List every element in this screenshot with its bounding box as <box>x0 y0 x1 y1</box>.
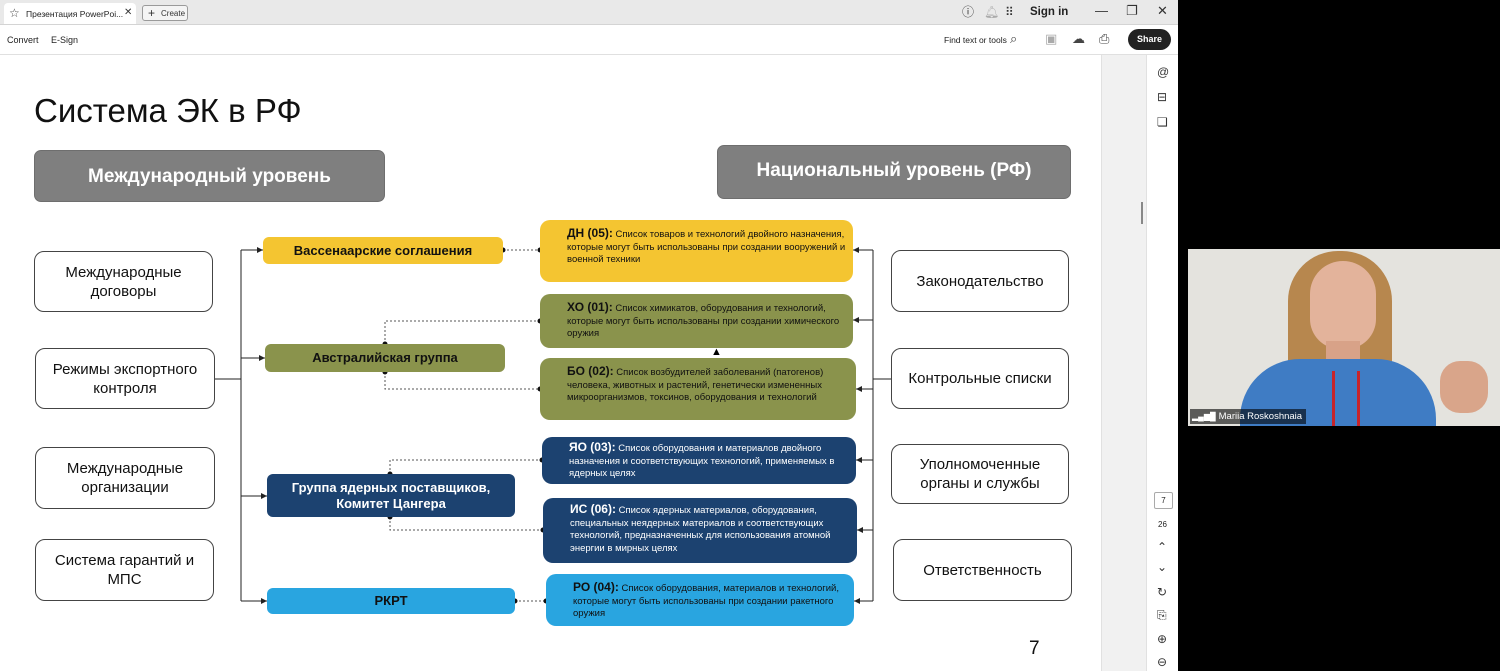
upload-cloud-icon[interactable]: ☁ <box>1072 31 1085 46</box>
search-icon[interactable]: ⌕ <box>1010 31 1018 46</box>
list-ro-box: РО (04): Список оборудования, материалов… <box>546 574 854 626</box>
tab-title: Презентация PowerPoi... <box>26 9 124 19</box>
list-text: Список товаров и технологий двойного наз… <box>567 229 846 265</box>
international-level-header: Международный уровень <box>34 150 385 202</box>
bookmark-icon[interactable]: ⊟ <box>1157 90 1168 104</box>
legislation-box: Законодательство <box>891 250 1069 312</box>
plus-icon: + <box>148 6 156 20</box>
authorized-bodies-box: Уполномоченные органы и службы <box>891 444 1069 504</box>
find-tools-button[interactable]: Find text or tools <box>944 35 1007 45</box>
international-organizations-box: Международные организации <box>35 447 215 509</box>
list-code: БО (02): <box>567 364 614 378</box>
star-icon[interactable]: ☆ <box>9 6 20 20</box>
right-tool-rail: @ ⊟ ❏ 7 26 ⌃ ⌄ ↻ ⎘ ⊕ ⊖ <box>1146 55 1178 671</box>
list-code: ДН (05): <box>567 226 613 240</box>
scrollbar-thumb[interactable] <box>1141 202 1143 224</box>
maximize-icon[interactable]: ❐ <box>1126 3 1138 18</box>
pdf-viewer-window: ☆ Презентация PowerPoi... ✕ + Create ⓘ 🔔… <box>0 0 1178 671</box>
toolbar: Convert E-Sign Find text or tools ⌕ ▣ ☁ … <box>0 25 1178 55</box>
print-icon[interactable]: ⎙ <box>1099 31 1110 46</box>
list-code: ЯО (03): <box>569 440 616 454</box>
control-lists-box: Контрольные списки <box>891 348 1069 409</box>
australia-group-box: Австралийская группа <box>265 344 505 372</box>
export-control-regimes-box: Режимы экспортного контроля <box>35 348 215 409</box>
apps-grid-icon[interactable]: ⠿ <box>1005 5 1014 19</box>
list-code: ХО (01): <box>567 300 613 314</box>
list-dn-box: ДН (05): Список товаров и технологий дво… <box>540 220 853 282</box>
close-tab-icon[interactable]: ✕ <box>124 7 133 18</box>
comment-icon[interactable]: @ <box>1157 65 1170 79</box>
video-person-hand <box>1440 361 1488 413</box>
national-level-header: Национальный уровень (РФ) <box>717 145 1071 199</box>
mtcr-box: РКРТ <box>267 588 515 614</box>
nuclear-suppliers-group-box: Группа ядерных поставщиков, Комитет Цанг… <box>267 474 515 517</box>
save-icon[interactable]: ▣ <box>1045 31 1058 46</box>
create-button[interactable]: + Create <box>142 5 188 21</box>
chevron-up-icon[interactable]: ⌃ <box>1157 540 1168 554</box>
page-total: 26 <box>1158 520 1167 529</box>
video-person-lanyard <box>1332 371 1360 426</box>
list-is-box: ИС (06): Список ядерных материалов, обор… <box>543 498 857 563</box>
vertical-scrollbar[interactable] <box>1101 55 1146 671</box>
refresh-icon[interactable]: ↻ <box>1157 585 1168 599</box>
slide-page-number: 7 <box>1029 638 1040 659</box>
wassenaar-box: Вассенаарские соглашения <box>263 237 503 264</box>
bell-icon[interactable]: 🔔︎ <box>984 5 1000 19</box>
close-window-icon[interactable]: ✕ <box>1157 3 1168 18</box>
minimize-icon[interactable]: — <box>1095 3 1108 18</box>
participant-video[interactable]: ▂▄▆█Mariia Roskoshnaia <box>1188 249 1500 426</box>
esign-menu[interactable]: E-Sign <box>51 35 79 45</box>
zoom-out-icon[interactable]: ⊖ <box>1157 655 1168 669</box>
safeguards-system-box: Система гарантий и МПС <box>35 539 214 601</box>
help-icon[interactable]: ⓘ <box>962 5 975 19</box>
participant-name-label: ▂▄▆█Mariia Roskoshnaia <box>1190 409 1307 424</box>
list-text: Список оборудования, материалов и технол… <box>573 583 840 619</box>
document-icon[interactable]: ⎘ <box>1157 608 1167 622</box>
list-text: Список оборудования и материалов двойног… <box>569 443 835 479</box>
convert-menu[interactable]: Convert <box>7 35 39 45</box>
list-text: Список химикатов, оборудования и техноло… <box>567 303 840 339</box>
video-person-face <box>1310 261 1376 349</box>
zoom-in-icon[interactable]: ⊕ <box>1157 632 1168 646</box>
page-number-input[interactable]: 7 <box>1154 492 1173 509</box>
list-code: РО (04): <box>573 580 619 594</box>
participant-name: Mariia Roskoshnaia <box>1218 411 1303 422</box>
international-treaties-box: Международные договоры <box>34 251 213 312</box>
responsibility-box: Ответственность <box>893 539 1072 601</box>
mouse-cursor-icon: ▲ <box>711 346 722 358</box>
list-code: ИС (06): <box>570 502 616 516</box>
slide-title: Система ЭК в РФ <box>34 92 302 129</box>
list-text: Список ядерных материалов, оборудования,… <box>570 505 831 554</box>
list-yao-box: ЯО (03): Список оборудования и материало… <box>542 437 856 484</box>
sign-in-button[interactable]: Sign in <box>1030 6 1069 18</box>
signal-bars-icon: ▂▄▆█ <box>1192 412 1216 421</box>
pages-icon[interactable]: ❏ <box>1157 115 1168 129</box>
create-label: Create <box>161 9 186 18</box>
list-ho-box: ХО (01): Список химикатов, оборудования … <box>540 294 853 348</box>
chevron-down-icon[interactable]: ⌄ <box>1157 560 1168 574</box>
document-tab[interactable]: ☆ Презентация PowerPoi... ✕ <box>4 3 136 24</box>
share-button[interactable]: Share <box>1128 29 1171 50</box>
browser-tab-bar: ☆ Презентация PowerPoi... ✕ + Create ⓘ 🔔… <box>0 0 1178 25</box>
list-bo-box: БО (02): Список возбудителей заболеваний… <box>540 358 856 420</box>
list-text: Список возбудителей заболеваний (патоген… <box>567 367 824 403</box>
